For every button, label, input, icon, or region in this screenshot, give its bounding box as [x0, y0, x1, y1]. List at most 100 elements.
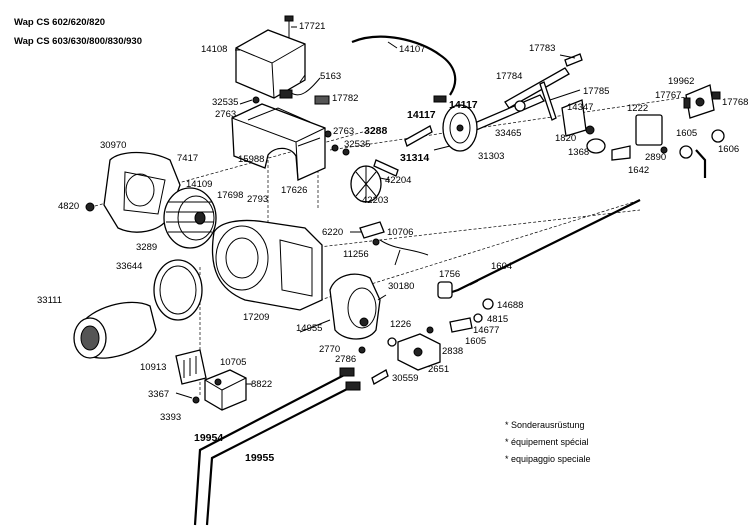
part-label-19954: 19954: [194, 432, 224, 444]
part-label-19962: 19962: [668, 76, 695, 87]
part-label-2763-upper: 2763: [215, 109, 237, 120]
part-label-2890: 2890: [645, 152, 667, 163]
part-label-11256: 11256: [343, 249, 369, 260]
screw-4820: [85, 202, 95, 212]
part-label-17783: 17783: [529, 43, 556, 54]
part-label-2838: 2838: [442, 346, 464, 357]
part-label-14347: 14347: [567, 102, 594, 113]
part-label-5163: 5163: [320, 71, 342, 82]
part-label-17698: 17698: [217, 190, 244, 201]
part-label-1604: 1604: [491, 261, 513, 272]
part-label-17626: 17626: [281, 185, 308, 196]
oil-hoses-19954-19955: [193, 367, 361, 526]
part-label-14677: 14677: [473, 325, 500, 336]
screws-2763-32535: [252, 96, 350, 156]
part-label-1222: 1222: [627, 103, 649, 114]
part-label-14108: 14108: [201, 44, 228, 55]
part-31314: [404, 125, 433, 147]
footnote-german: * Sonderausrüstung: [505, 420, 585, 430]
part-label-3288: 3288: [364, 125, 388, 137]
bushing-1368: [585, 125, 631, 161]
part-label-17768: 17768: [722, 97, 749, 108]
part-label-7417: 7417: [177, 153, 199, 164]
part-label-42203: 42203: [362, 195, 389, 206]
part-label-33644: 33644: [116, 261, 143, 272]
part-label-3289: 3289: [136, 242, 158, 253]
part-label-4815: 4815: [487, 314, 509, 325]
oil-pump-2651: [397, 333, 441, 371]
part-label-2786: 2786: [335, 354, 357, 365]
part-label-3393: 3393: [160, 412, 182, 423]
part-label-17209: 17209: [243, 312, 270, 323]
fittings-1605-1606: [679, 129, 725, 178]
part-label-14955: 14955: [296, 323, 323, 334]
model-title-line2: Wap CS 603/630/800/830/930: [14, 36, 142, 47]
housing-bracket-15988: [231, 103, 326, 181]
part-label-14117-upper: 14117: [449, 99, 478, 111]
gasket-33644: [153, 259, 203, 321]
plug-17782: [314, 95, 330, 105]
footnote-italian: * equipaggio speciale: [505, 454, 591, 464]
part-label-17784: 17784: [496, 71, 523, 82]
part-label-33111: 33111: [37, 295, 63, 306]
part-label-2770: 2770: [319, 344, 341, 355]
part-label-3367: 3367: [148, 389, 170, 400]
part-label-2651: 2651: [428, 364, 450, 375]
spindle-17784: [504, 53, 583, 121]
part-label-1606: 1606: [718, 144, 740, 155]
part-label-1605-lower: 1605: [465, 336, 487, 347]
part-label-30559: 30559: [392, 373, 419, 384]
part-label-2763-lower: 2763: [333, 126, 355, 137]
part-label-19955: 19955: [245, 452, 275, 464]
relay-base-10913: [175, 349, 207, 385]
part-label-14688: 14688: [497, 300, 524, 311]
part-label-14107: 14107: [399, 44, 426, 55]
control-box-8822: [192, 369, 247, 411]
part-label-32535-upper: 32535: [212, 97, 239, 108]
part-label-4820: 4820: [58, 201, 80, 212]
motor-14955: [329, 273, 381, 340]
part-label-32535-lower: 32535: [344, 139, 371, 150]
part-label-1756: 1756: [439, 269, 461, 280]
part-label-30970: 30970: [100, 140, 127, 151]
part-label-30180: 30180: [388, 281, 415, 292]
part-label-15988: 15988: [238, 154, 265, 165]
cable-5163: [279, 77, 321, 99]
fan-wheel-14109: [163, 187, 217, 249]
part-label-42204: 42204: [385, 175, 412, 186]
sensor-10706: [359, 221, 429, 256]
footnote-french: * équipement spécial: [505, 437, 589, 447]
part-label-1820: 1820: [555, 133, 577, 144]
part-label-10913: 10913: [140, 362, 167, 373]
part-label-1605-upper: 1605: [676, 128, 698, 139]
flame-disc-42203: [350, 159, 399, 203]
blast-tube-33111: [73, 301, 157, 359]
part-label-1368: 1368: [568, 147, 590, 158]
filter-1756: [437, 199, 641, 299]
part-label-14117-lower: 14117: [407, 109, 436, 121]
part-label-17721: 17721: [299, 21, 326, 32]
fitting-30559: [371, 369, 389, 385]
ignition-cable-14107: [351, 35, 457, 103]
part-label-6220: 6220: [322, 227, 344, 238]
fittings-14688: [449, 298, 494, 333]
model-title-line1: Wap CS 602/620/820: [14, 17, 106, 28]
part-label-14109: 14109: [186, 179, 213, 190]
part-label-2793: 2793: [247, 194, 269, 205]
part-label-31303: 31303: [478, 151, 505, 162]
air-damper-31303: [442, 104, 478, 152]
part-label-1226: 1226: [390, 319, 412, 330]
coupling-1226: [358, 326, 434, 354]
part-label-8822: 8822: [251, 379, 273, 390]
leader-lines: [175, 26, 581, 399]
main-housing-17209: [211, 219, 323, 311]
washers-2890-17767: [660, 97, 691, 154]
part-label-17767: 17767: [655, 90, 682, 101]
solenoid-valve-1222: [635, 84, 721, 146]
part-label-33465: 33465: [495, 128, 522, 139]
part-label-1642: 1642: [628, 165, 650, 176]
part-label-17782: 17782: [332, 93, 359, 104]
part-label-10705: 10705: [220, 357, 247, 368]
